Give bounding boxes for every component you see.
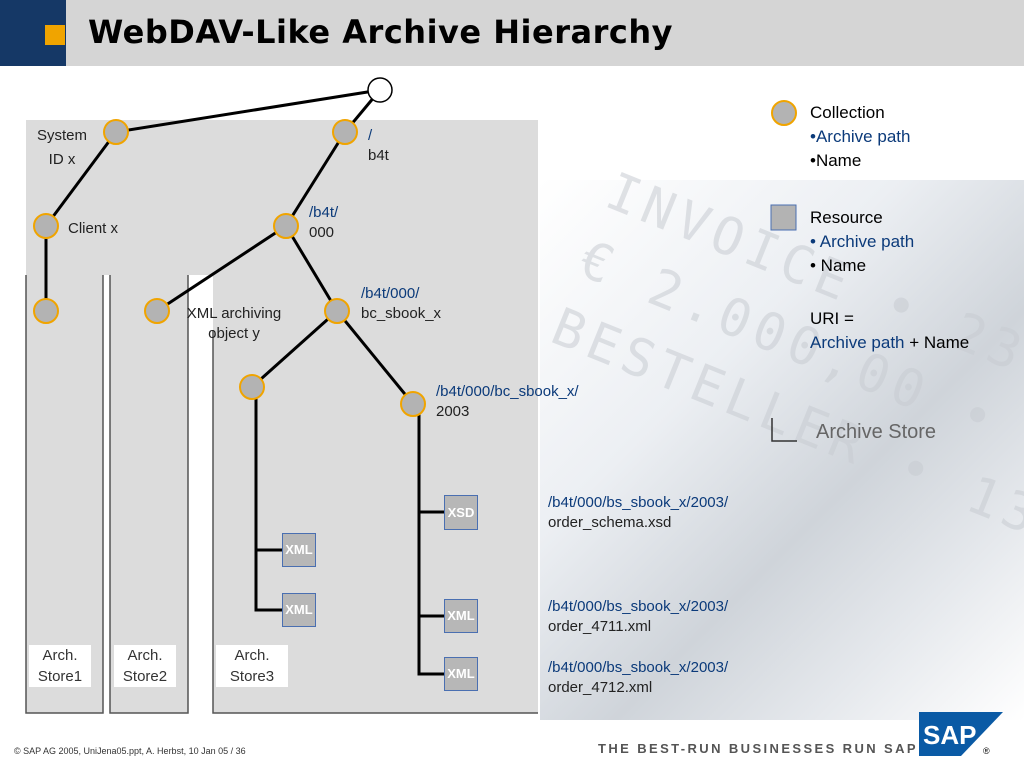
arch-store2-label: Arch.Store2 <box>114 645 176 687</box>
xml-resource: XML <box>444 657 478 691</box>
background-decoration <box>540 180 1024 720</box>
edge-000-bcsbook <box>284 225 339 312</box>
bc-sbook-label: /b4t/000/bc_sbook_x <box>361 285 442 322</box>
edge-000-xmlobj <box>156 224 287 313</box>
store2-outline <box>109 275 189 714</box>
xml-resource: XML <box>444 599 478 633</box>
year-2003-label: /b4t/000/bc_sbook_x/2003 <box>436 383 579 420</box>
archive-store-legend: Archive Store <box>816 421 937 443</box>
uri-legend: URI = Archive path + Name <box>810 309 970 352</box>
xml-object-node <box>239 374 265 400</box>
xml-archiving-node <box>144 298 170 324</box>
file-label-schema: /b4t/000/bs_sbook_x/2003/order_schema.xs… <box>548 494 729 531</box>
slide-title: WebDAV-Like Archive Hierarchy <box>88 13 673 51</box>
root-node <box>367 77 393 103</box>
b4t-000-label: /b4t/000 <box>309 204 339 241</box>
svg-text:®: ® <box>983 746 990 756</box>
arch-store3-label: Arch.Store3 <box>216 645 288 687</box>
svg-text:SAP: SAP <box>923 720 976 750</box>
year-2003-node <box>400 391 426 417</box>
store1-panel <box>26 275 103 713</box>
edge-left-files <box>254 387 282 612</box>
edge-bcsbook-2003 <box>335 310 415 405</box>
edge-system-client <box>44 131 118 227</box>
file-label-4712: /b4t/000/bs_sbook_x/2003/order_4712.xml <box>548 659 729 696</box>
system-node <box>103 119 129 145</box>
store1-outline <box>25 275 104 714</box>
edge-bcsbook-left <box>251 309 338 389</box>
footer-copyright: © SAP AG 2005, UniJena05.ppt, A. Herbst,… <box>14 746 246 756</box>
edge-2003-files <box>417 404 444 676</box>
collection-legend: Collection •Archive path •Name <box>810 103 911 170</box>
b4t-label: /b4t <box>368 127 389 164</box>
client-node <box>33 213 59 239</box>
client-label: Client x <box>68 220 119 237</box>
edge-root-system <box>115 88 381 134</box>
header-bullet-square <box>45 25 65 45</box>
b4t-node <box>332 119 358 145</box>
b4t-000-node <box>273 213 299 239</box>
xml-resource: XML <box>282 533 316 567</box>
sap-logo: SAP ® <box>919 712 1003 756</box>
slide-header: WebDAV-Like Archive Hierarchy <box>0 0 1024 66</box>
xsd-resource: XSD <box>444 495 478 530</box>
client-panel <box>26 120 538 275</box>
store1-node <box>33 298 59 324</box>
file-label-4711: /b4t/000/bs_sbook_x/2003/order_4711.xml <box>548 598 729 635</box>
tagline: THE BEST-RUN BUSINESSES RUN SAP <box>598 741 918 756</box>
store2-panel <box>110 275 188 713</box>
store3-panel <box>213 275 538 713</box>
edge-b4t-000 <box>284 131 347 227</box>
store3-outline <box>212 330 538 714</box>
arch-store1-label: Arch.Store1 <box>29 645 91 687</box>
bc-sbook-node <box>324 298 350 324</box>
xml-resource: XML <box>282 593 316 627</box>
resource-legend: Resource • Archive path • Name <box>810 208 915 275</box>
